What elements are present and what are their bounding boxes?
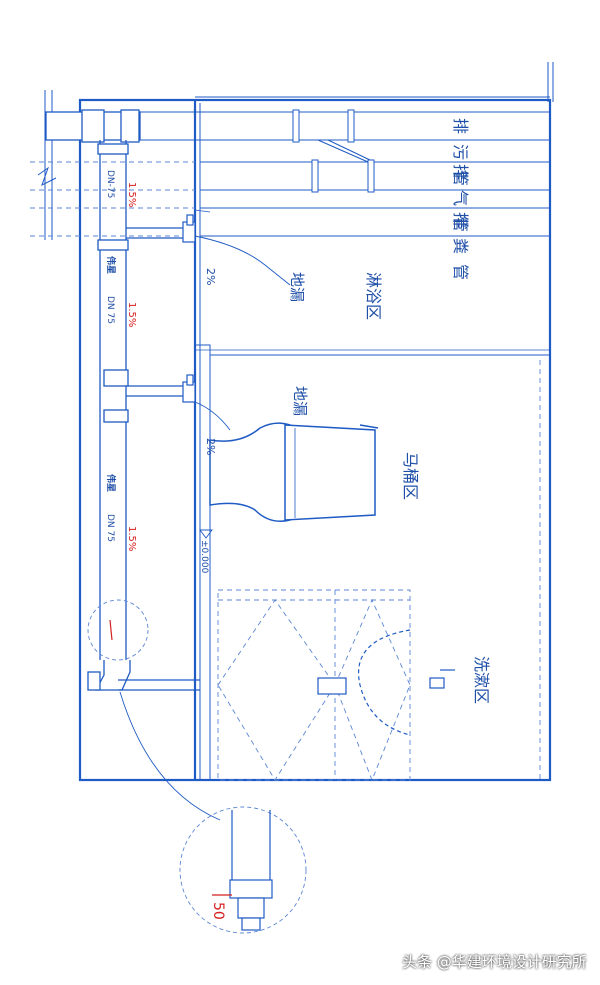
pipe-labels: 排污管 排气管 排粪管 [451,118,470,290]
slope-labels: 1.5% 1.5% 1.5% 2% 2% [126,182,217,551]
leader-lines [119,235,291,821]
fitting-labels: 地漏 地漏 [288,272,309,416]
detail-circles [87,599,307,934]
pipe-brand-label-2: 伟星 [105,474,117,492]
slope-label-upper-1: 1.5% [126,182,137,207]
slope-label-upper-2: 1.5% [126,302,137,327]
reserved-pipe-label: 排粪管 [451,212,470,290]
slope-label-lower: 1.5% [126,526,137,551]
pipe-size-label-2: DN 75 [105,296,115,324]
elevation-mark: ±0.000 [199,529,213,574]
pipe-size-label-1: DN-75 [105,170,115,198]
zone-labels: 淋浴区 马桶区 洗漱区 [364,272,491,704]
shower-zone-label: 淋浴区 [364,272,383,320]
elevation-label: ±0.000 [199,540,209,574]
drain-slope-label-1: 2% [204,268,217,285]
floor-drain-label-2: 地漏 [291,386,309,416]
pipe-size-label-3: DN 75 [105,514,115,542]
vent-pipe-label: 排气管 [451,164,470,242]
basin-zone-label: 洗漱区 [472,656,491,704]
pipe-brand-label-1: 伟星 [105,256,117,274]
drain-slope-label-2: 2% [204,438,217,455]
floor-drain-fittings [182,209,211,403]
watermark: 头条 @华建环境设计研究所 [402,953,587,971]
pipe-spec-labels: DN-75 伟星 DN 75 伟星 DN 75 [105,170,117,542]
basin-fixture [317,629,455,736]
basin-cabinet [217,589,411,782]
toilet-zone-label: 马桶区 [401,452,420,500]
floor-drain-label-1: 地漏 [288,272,306,302]
dimension-marks [109,619,232,896]
drain-pipe-label: 排污管 [451,118,470,196]
pipe-lines [135,109,550,237]
stack-pipe [45,109,200,691]
detail-pipe [229,810,273,931]
toilet-fixture [209,422,379,522]
detail-dimension-label: 50 [210,902,226,920]
